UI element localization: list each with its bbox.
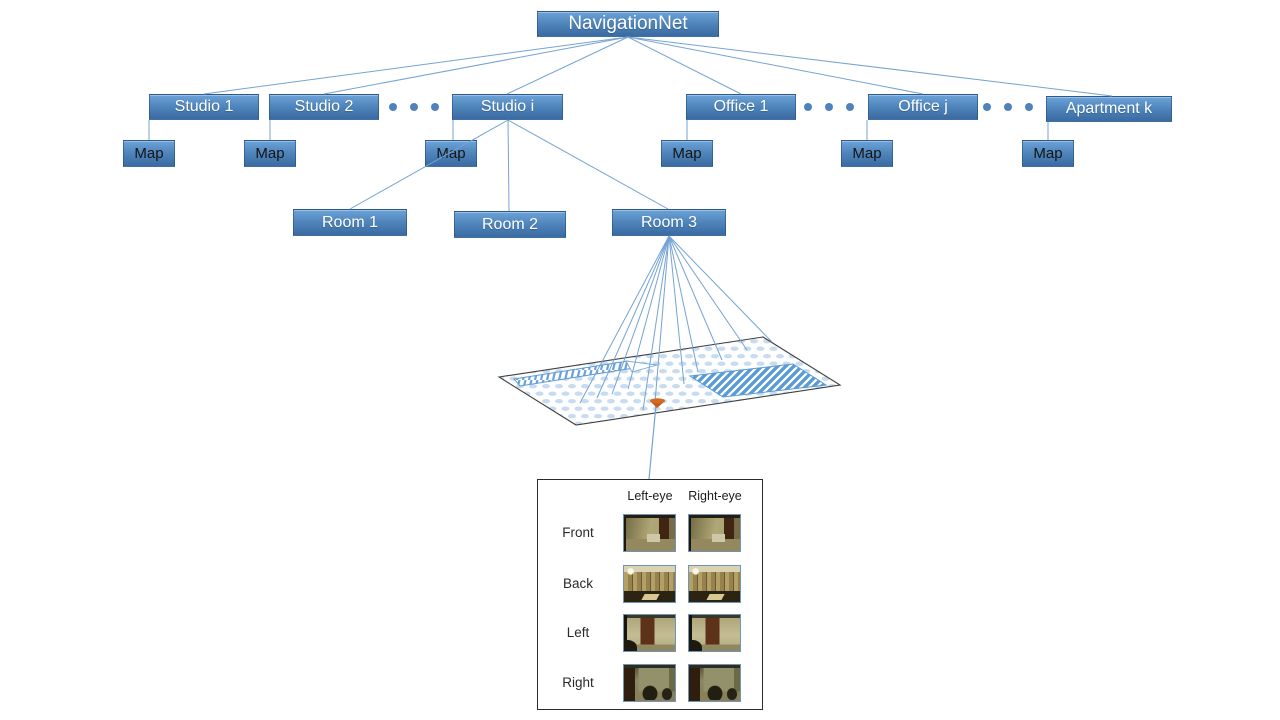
node-studio-2: Studio 2	[269, 94, 379, 120]
dot-icon	[410, 103, 418, 111]
floor-obstacle-left-cap	[625, 360, 658, 373]
floor-obstacle-right	[688, 363, 828, 398]
photo-left-left-eye	[623, 614, 676, 652]
marker-to-views-line	[648, 404, 657, 480]
photo-back-left-eye	[623, 565, 676, 603]
photo-left-right-eye	[688, 614, 741, 652]
photo-front-left-eye	[623, 514, 676, 552]
map-connector-lines	[148, 120, 1049, 140]
dot-icon	[804, 103, 812, 111]
ellipsis-dots-offices	[804, 103, 854, 111]
floor-plan	[497, 336, 842, 426]
row-label-front: Front	[562, 525, 594, 540]
map-node-office-j: Map	[841, 140, 893, 167]
node-studio-1: Studio 1	[149, 94, 259, 120]
map-node-apartment-k: Map	[1022, 140, 1074, 167]
column-header-left-eye: Left-eye	[627, 489, 673, 503]
dot-icon	[389, 103, 397, 111]
row-label-left: Left	[566, 625, 590, 640]
ellipsis-dots-studios	[389, 103, 439, 111]
floor-obstacle-left	[513, 360, 635, 387]
row-label-right: Right	[562, 675, 594, 690]
node-apartment-k: Apartment k	[1046, 96, 1172, 122]
dot-icon	[983, 103, 991, 111]
dot-icon	[1025, 103, 1033, 111]
photo-right-right-eye	[688, 664, 741, 702]
room3-observation-fan-lines	[579, 235, 773, 411]
dot-icon	[825, 103, 833, 111]
map-node-studio-i: Map	[425, 140, 477, 167]
root-node-navigationnet: NavigationNet	[537, 11, 719, 37]
node-office-j: Office j	[868, 94, 978, 120]
photo-back-right-eye	[688, 565, 741, 603]
dot-icon	[1004, 103, 1012, 111]
photo-right-left-eye	[623, 664, 676, 702]
column-header-right-eye: Right-eye	[688, 489, 742, 503]
studio-i-room-connector-lines	[349, 119, 669, 212]
room-node-1: Room 1	[293, 209, 407, 236]
row-label-back: Back	[562, 576, 593, 591]
dot-icon	[846, 103, 854, 111]
map-node-studio-1: Map	[123, 140, 175, 167]
photo-front-right-eye	[688, 514, 741, 552]
map-node-office-1: Map	[661, 140, 713, 167]
position-marker-icon	[650, 398, 665, 408]
room-node-3: Room 3	[612, 209, 726, 236]
root-connector-lines	[203, 36, 1113, 97]
node-studio-i: Studio i	[452, 94, 563, 120]
dot-icon	[431, 103, 439, 111]
room-node-2: Room 2	[454, 211, 566, 238]
map-node-studio-2: Map	[244, 140, 296, 167]
camera-views-table: Left-eye Right-eye Front Back Left Right	[537, 479, 763, 710]
node-office-1: Office 1	[686, 94, 796, 120]
ellipsis-dots-apartments	[983, 103, 1033, 111]
